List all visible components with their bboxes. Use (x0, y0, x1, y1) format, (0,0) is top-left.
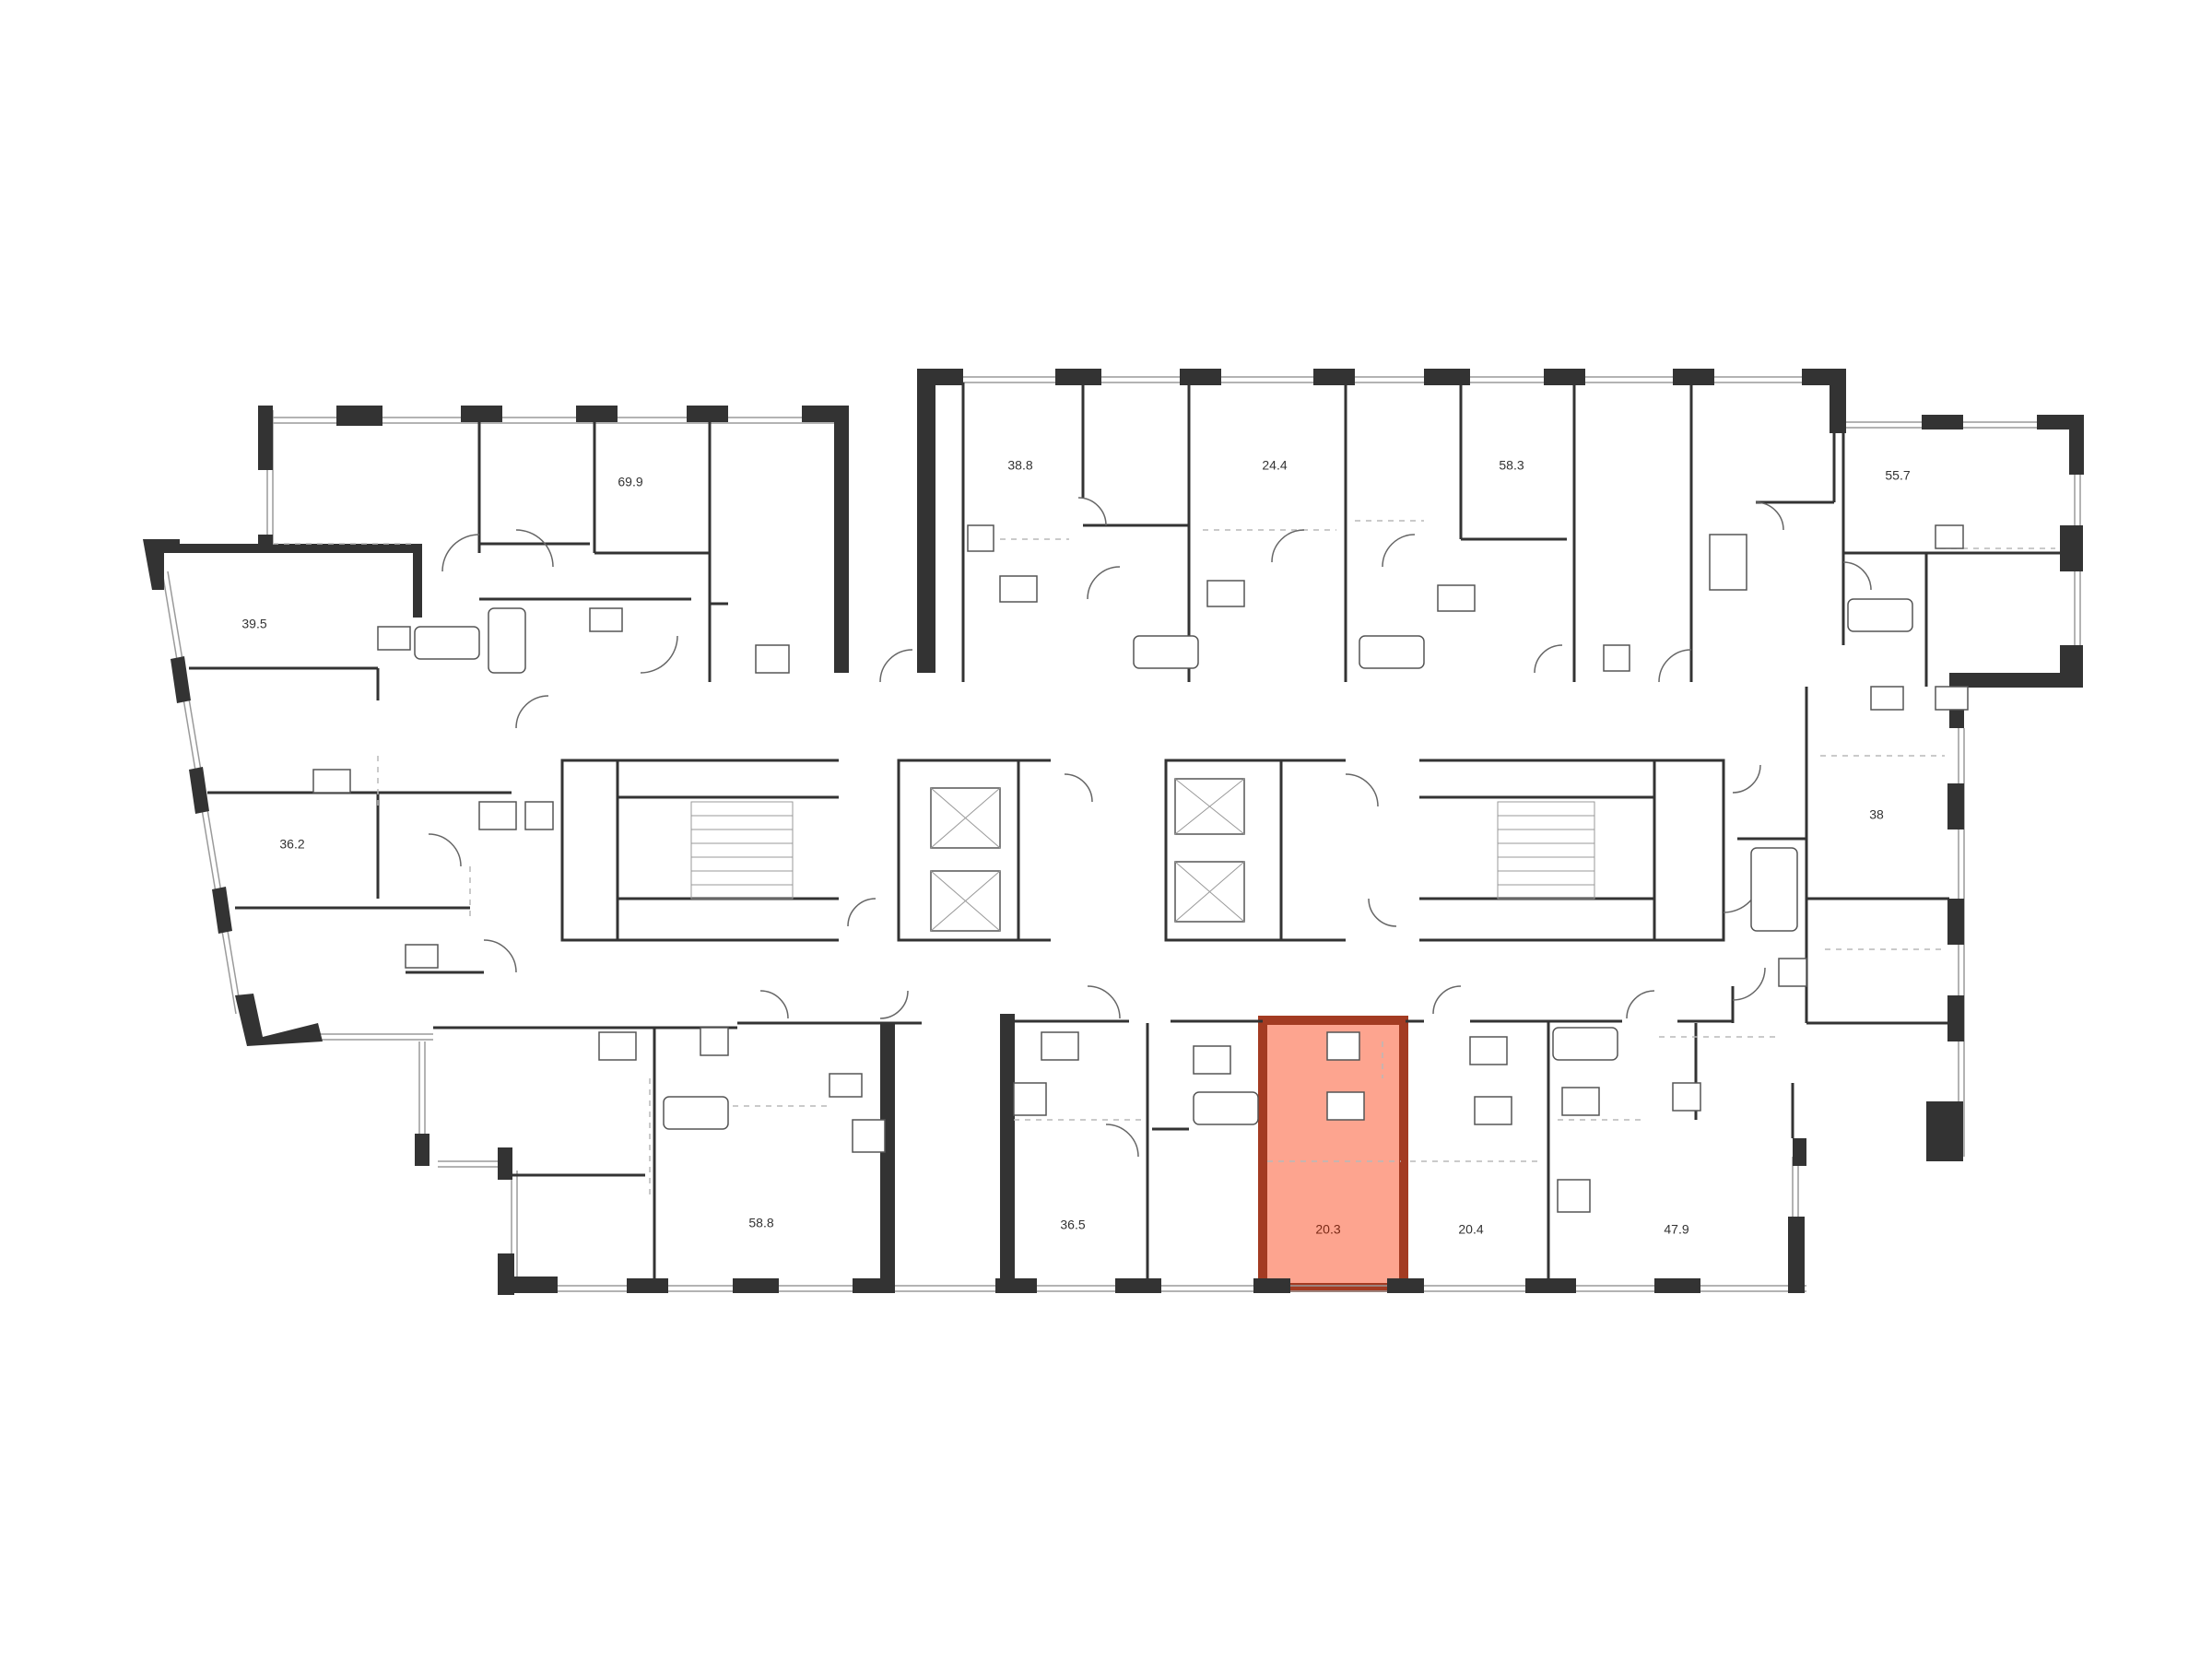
apartment-highlight-20-3[interactable] (1258, 1016, 1408, 1292)
elevators (930, 778, 1245, 932)
interior-walls (189, 382, 2065, 1281)
area-label-58-8: 58.8 (748, 1216, 773, 1230)
area-label-20-4: 20.4 (1458, 1222, 1483, 1237)
area-label-58-3: 58.3 (1499, 458, 1524, 473)
area-label-24-4: 24.4 (1262, 458, 1287, 473)
doors (428, 497, 1872, 1158)
stairs (690, 801, 1595, 900)
area-labels: 69.9 38.8 24.4 58.3 55.7 39.5 36.2 38 58… (241, 458, 1910, 1237)
area-label-55-7: 55.7 (1885, 468, 1910, 483)
area-label-47-9: 47.9 (1664, 1222, 1688, 1237)
fixtures (312, 524, 1969, 1213)
area-label-39-5: 39.5 (241, 617, 266, 631)
area-label-20-3[interactable]: 20.3 (1315, 1222, 1340, 1237)
area-label-38-8: 38.8 (1007, 458, 1032, 473)
area-label-36-5: 36.5 (1060, 1218, 1085, 1232)
area-label-69-9: 69.9 (618, 475, 642, 489)
exterior-walls (143, 369, 2084, 1295)
windows (161, 376, 2081, 1292)
area-label-36-2: 36.2 (279, 837, 304, 852)
area-label-38: 38 (1869, 807, 1884, 822)
